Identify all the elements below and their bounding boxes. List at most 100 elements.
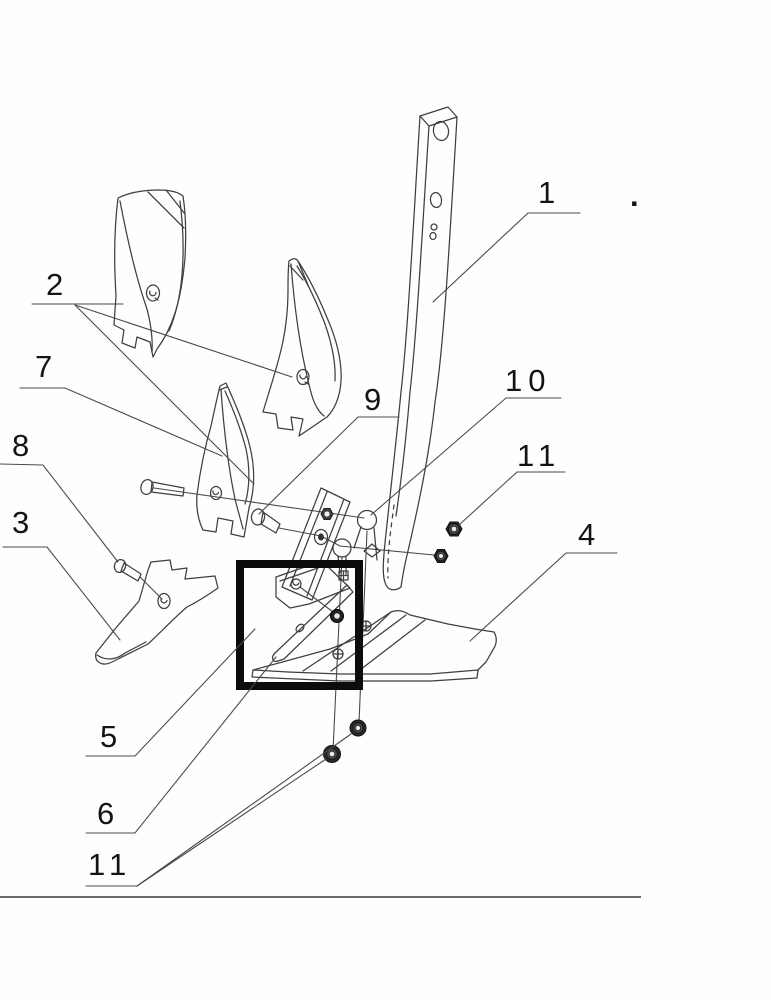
ball-head (332, 538, 352, 558)
blade-inner-curve (168, 200, 184, 332)
point-share-part (95, 559, 219, 665)
stray-dot-mark: . (630, 178, 639, 213)
part-number-labels: 1 2 7 8 3 9 10 11 4 5 6 11 . (12, 175, 639, 882)
blade-tip-facet-1 (289, 265, 304, 281)
axis-point-bolt (139, 576, 163, 600)
label-part-11-lower: 11 (88, 847, 132, 882)
shank-front-edge (382, 115, 421, 586)
leader-9 (258, 416, 400, 515)
blade-outline (262, 258, 342, 437)
frog-outline (281, 487, 351, 601)
sweep-bolt-hole-lower (332, 648, 344, 660)
shank-hole-top (432, 120, 450, 142)
shank-top-face (419, 106, 458, 127)
sweep-ridge-2 (330, 614, 407, 672)
detail-highlight-box (236, 560, 363, 690)
ball-neck-right (373, 527, 378, 561)
hex-nut-mid-right (433, 549, 449, 563)
point-thickness-line (96, 641, 147, 660)
sweep-outline (252, 609, 497, 675)
blade-inner-curve (296, 265, 336, 382)
nut-hole (438, 553, 444, 559)
shank-thickness-line (395, 125, 430, 517)
leader-2-fork-a (74, 304, 293, 378)
nut-hole (450, 525, 458, 533)
leader-5 (85, 628, 256, 757)
leader-11-upper (458, 471, 566, 526)
label-part-6: 6 (97, 796, 114, 831)
label-part-1: 1 (538, 175, 555, 210)
bolt-shaft (120, 562, 142, 582)
hex-nut-bottom-left (323, 745, 341, 763)
ball-head-bolt-10 (353, 509, 378, 561)
ball-head (356, 509, 378, 531)
callout-lines (0, 212, 618, 887)
shank-back-edge (400, 116, 458, 588)
bolt-9 (250, 508, 281, 534)
square-shank-diamond (363, 543, 381, 558)
leader-11-lower-fork-b (136, 733, 352, 887)
point-outline (95, 559, 219, 665)
hex-nut-bottom-right (349, 719, 367, 737)
bolt-8-lower (113, 558, 142, 582)
blade-tip-facet-2 (297, 260, 309, 286)
knife-fixing-bolt (290, 578, 344, 623)
hex-washer-hole (324, 511, 330, 517)
nut-hole (354, 725, 361, 732)
leader-3 (2, 546, 121, 641)
blade-outline (196, 382, 255, 538)
leader-11-lower-fork-a (136, 758, 327, 887)
label-part-4: 4 (578, 517, 595, 552)
bolt-head (250, 508, 266, 526)
label-part-9: 9 (364, 382, 381, 417)
frog-clamp-plate (281, 487, 351, 601)
label-part-5: 5 (100, 719, 117, 754)
blade-hole-detail (299, 374, 309, 385)
shank-hole-small-2 (429, 231, 437, 241)
knife-hole (295, 623, 305, 633)
blade-bolt-hole (296, 368, 310, 386)
hex-nut-upper-right (445, 521, 463, 537)
sweep-ridge-3 (355, 619, 426, 674)
knife-nut-hole (334, 613, 340, 619)
blade-tip-cap (218, 386, 228, 391)
shovel-blade-left (113, 189, 187, 358)
blade-surface-curve (290, 263, 325, 417)
blade-inner-curve (224, 390, 250, 505)
shank-hole-mid (429, 191, 443, 209)
bolt-head (113, 558, 127, 574)
leader-7 (19, 387, 223, 457)
leader-6 (85, 656, 277, 834)
bolt-shaft (150, 481, 185, 497)
label-part-11-upper: 11 (517, 438, 561, 473)
washer-outer (313, 528, 329, 546)
ball-neck-left (353, 526, 362, 549)
bolt-axis (299, 586, 334, 613)
blade-surface-curve (119, 200, 153, 353)
label-part-3: 3 (12, 505, 29, 540)
blade-tip-facet-1 (147, 191, 185, 229)
shovel-blade-lower (196, 382, 255, 538)
sweep-bottom-band (251, 669, 479, 682)
shank-bottom-cap (385, 584, 402, 591)
sweep-ridge-1 (302, 611, 392, 672)
bolt-axis-lines (139, 487, 435, 752)
label-part-10: 10 (505, 363, 551, 398)
shank-hidden-edge-dashed (387, 504, 395, 579)
axis-lower-bolt (278, 527, 435, 556)
blade-outline (113, 189, 187, 358)
blade-hole-detail (148, 290, 159, 301)
shank-hole-small-1 (430, 223, 438, 231)
shovel-blade-middle (262, 258, 342, 437)
washer-inner (318, 533, 324, 541)
blade-bolt-hole (145, 284, 161, 302)
leader-2-fork-b (74, 304, 255, 485)
blade-hole-detail (212, 490, 220, 496)
leader-8 (0, 463, 119, 563)
bolt-shaft (260, 511, 281, 534)
label-part-8: 8 (12, 428, 29, 463)
washer-pair (313, 528, 329, 546)
blade-bolt-hole (209, 485, 223, 501)
bolt-head-detail (292, 580, 300, 586)
